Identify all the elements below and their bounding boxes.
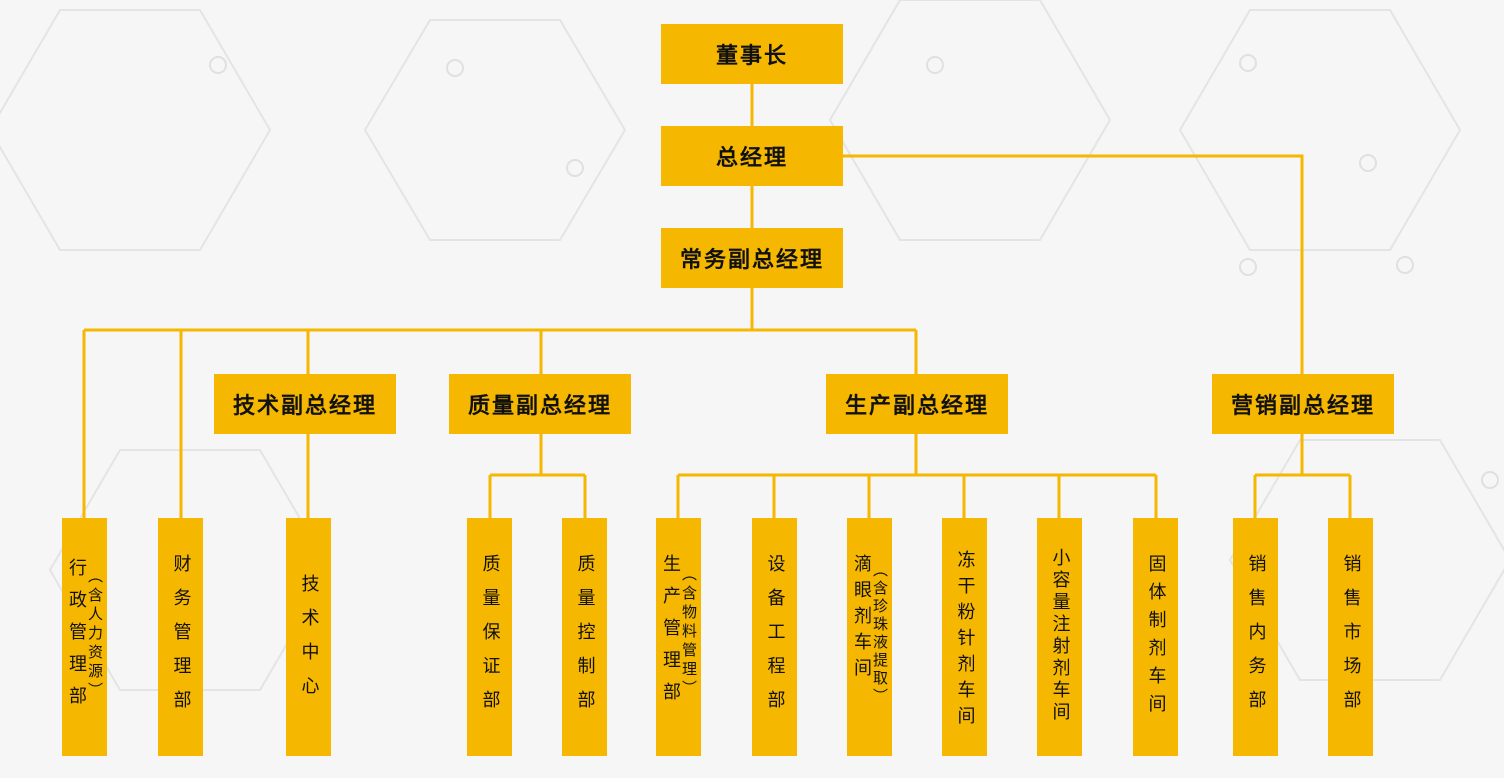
freeze-dried-workshop-box: 冻干粉针剂车间 bbox=[942, 518, 987, 756]
equipment-dept-box: 设备工程部 bbox=[752, 518, 797, 756]
equipment-dept-label: 设备工程部 bbox=[764, 554, 786, 724]
marketing-vp-box: 营销副总经理 bbox=[1212, 374, 1394, 434]
qa-dept-label: 质量保证部 bbox=[479, 554, 501, 724]
qc-dept-box: 质量控制部 bbox=[562, 518, 607, 756]
freeze-dried-workshop-label: 冻干粉针剂车间 bbox=[954, 550, 976, 732]
admin-dept-label: 行政管理部 bbox=[66, 558, 87, 718]
admin-dept-box: 行政管理部 （含人力资源） bbox=[62, 518, 107, 756]
solid-workshop-label: 固体制剂车间 bbox=[1145, 554, 1167, 722]
quality-vp-label: 质量副总经理 bbox=[467, 394, 612, 419]
sales-internal-label: 销售内务部 bbox=[1245, 554, 1267, 724]
solid-workshop-box: 固体制剂车间 bbox=[1133, 518, 1178, 756]
small-injection-workshop-label: 小容量注射剂车间 bbox=[1049, 548, 1071, 724]
production-vp-box: 生产副总经理 bbox=[826, 374, 1008, 434]
production-mgmt-label: 生产管理部 bbox=[660, 554, 681, 714]
sales-market-label: 销售市场部 bbox=[1340, 554, 1362, 724]
finance-dept-box: 财务管理部 bbox=[158, 518, 203, 756]
tech-vp-label: 技术副总经理 bbox=[232, 394, 377, 419]
tech-center-box: 技术中心 bbox=[286, 518, 331, 756]
executive-vp-label: 常务副总经理 bbox=[679, 248, 824, 273]
eye-drops-workshop-label: 滴眼剂车间 bbox=[851, 554, 872, 684]
qc-dept-label: 质量控制部 bbox=[574, 554, 596, 724]
production-mgmt-box: 生产管理部 （含物料管理） bbox=[656, 518, 701, 756]
chairman-box: 董事长 bbox=[661, 24, 843, 84]
tech-center-label: 技术中心 bbox=[298, 574, 320, 710]
qa-dept-box: 质量保证部 bbox=[467, 518, 512, 756]
eye-drops-workshop-box: 滴眼剂车间 （含珍珠液提取） bbox=[847, 518, 892, 756]
marketing-vp-label: 营销副总经理 bbox=[1230, 394, 1375, 419]
eye-drops-workshop-note: （含珍珠液提取） bbox=[871, 562, 889, 706]
production-vp-label: 生产副总经理 bbox=[844, 394, 989, 419]
tech-vp-box: 技术副总经理 bbox=[214, 374, 396, 434]
general-manager-label: 总经理 bbox=[715, 146, 788, 171]
chairman-label: 董事长 bbox=[715, 44, 788, 69]
production-mgmt-note: （含物料管理） bbox=[680, 566, 698, 699]
sales-internal-box: 销售内务部 bbox=[1233, 518, 1278, 756]
small-injection-workshop-box: 小容量注射剂车间 bbox=[1037, 518, 1082, 756]
quality-vp-box: 质量副总经理 bbox=[449, 374, 631, 434]
sales-market-box: 销售市场部 bbox=[1328, 518, 1373, 756]
admin-dept-note: （含人力资源） bbox=[86, 568, 104, 701]
finance-dept-label: 财务管理部 bbox=[170, 554, 192, 724]
general-manager-box: 总经理 bbox=[661, 126, 843, 186]
executive-vp-box: 常务副总经理 bbox=[661, 228, 843, 288]
